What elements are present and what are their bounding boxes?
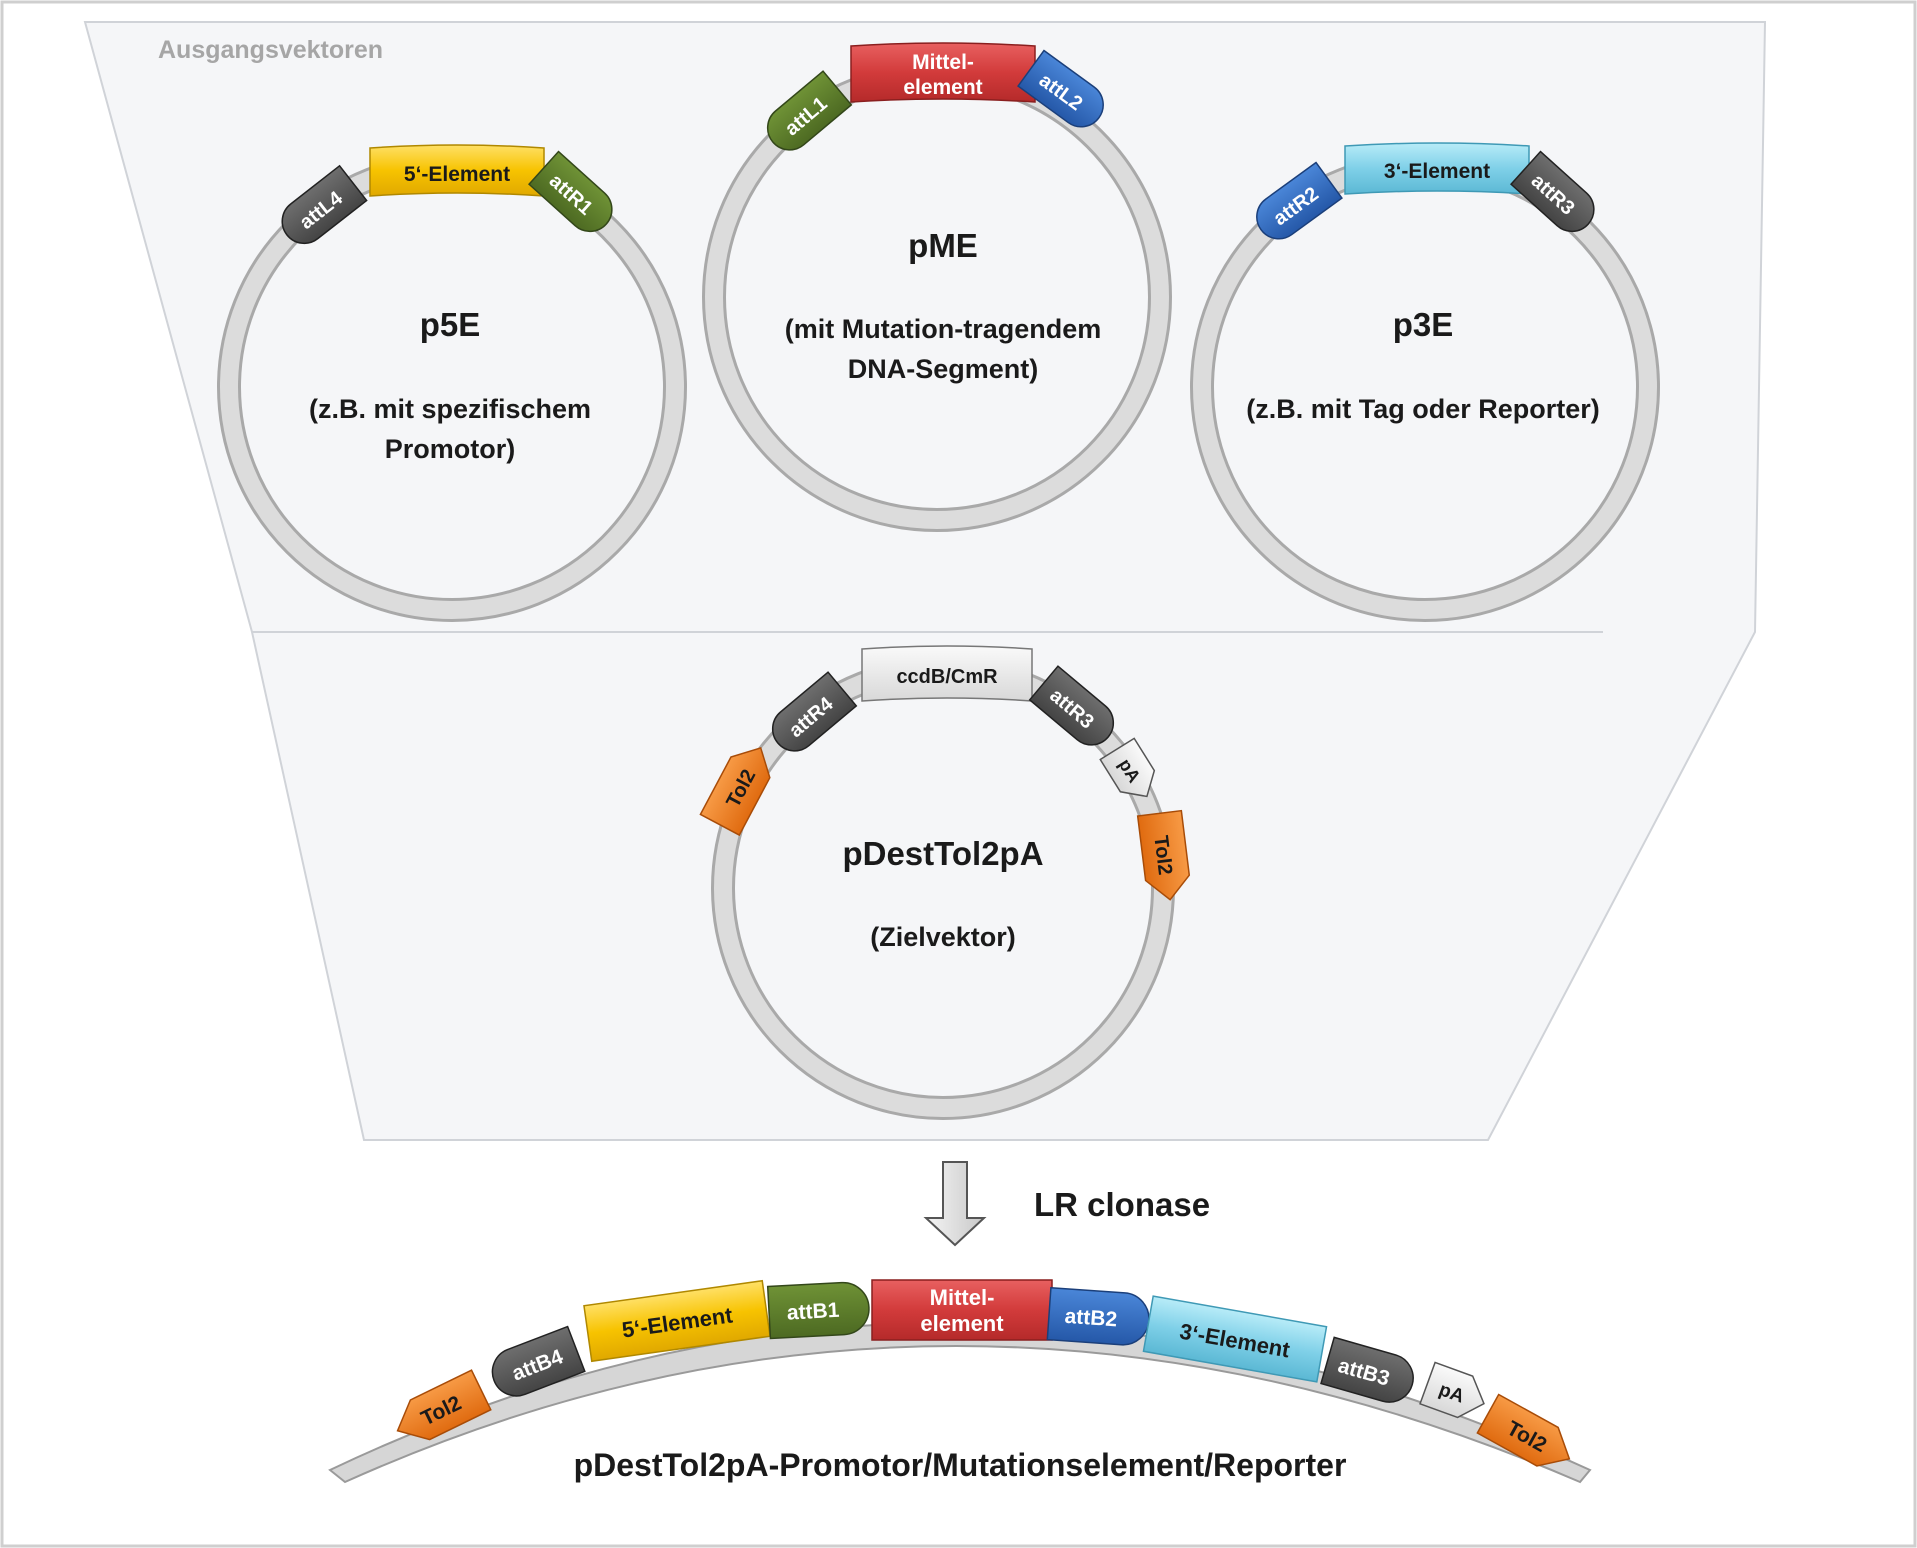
svg-text:Mittel-: Mittel- <box>930 1285 995 1310</box>
element-attb1: attB1 <box>766 1281 870 1340</box>
element-mittelelement: Mittel- element <box>850 42 1036 103</box>
vector-title: pDestTol2pA <box>842 835 1043 872</box>
element-mittelelement: Mittel- element <box>871 1279 1053 1341</box>
svg-text:5‘-Element: 5‘-Element <box>404 163 510 186</box>
product-title: pDestTol2pA-Promotor/Mutationselement/Re… <box>574 1447 1347 1483</box>
element-attr3-dest: attR3 <box>1028 665 1115 746</box>
section-label: Ausgangsvektoren <box>158 36 383 64</box>
element-5-element: 5‘-Element <box>369 144 545 197</box>
element-tol2-left: Tol2 <box>699 746 771 837</box>
svg-text:element: element <box>903 76 982 99</box>
element-tol2-right: Tol2 <box>1136 809 1191 901</box>
element-tol2-left: Tol2 <box>396 1369 492 1441</box>
svg-text:attB1: attB1 <box>786 1299 840 1325</box>
vector-pdesttol2pa: ccdB/CmR attR4 attR3 Tol2 pA Tol2 pDestT… <box>699 645 1191 1120</box>
vector-desc: (Zielvektor) <box>870 922 1016 952</box>
svg-text:Tol2: Tol2 <box>1149 834 1176 876</box>
svg-text:3‘-Element: 3‘-Element <box>1384 160 1490 183</box>
vector-title: p3E <box>1393 306 1454 343</box>
element-3-element: 3‘-Element <box>1344 142 1530 195</box>
reaction-label: LR clonase <box>1034 1186 1210 1223</box>
element-tol2-right: Tol2 <box>1476 1393 1571 1467</box>
vector-desc-line2: Promotor) <box>385 434 516 464</box>
element-attb4: attB4 <box>491 1325 586 1397</box>
svg-text:ccdB/CmR: ccdB/CmR <box>896 666 998 688</box>
svg-text:element: element <box>920 1311 1004 1336</box>
element-5-element: 5‘-Element <box>583 1279 771 1363</box>
svg-text:attB2: attB2 <box>1064 1305 1118 1332</box>
vector-desc-line1: (z.B. mit spezifischem <box>309 394 591 424</box>
element-attr4: attR4 <box>771 671 858 752</box>
vector-title: p5E <box>420 306 481 343</box>
vector-title: pME <box>908 227 978 264</box>
element-attr2: attR2 <box>1256 161 1343 240</box>
vector-p3e: 3‘-Element attR2 attR3 p3E (z.B. mit Tag… <box>1190 142 1660 622</box>
element-pa: pA <box>1419 1361 1485 1419</box>
element-attl4: attL4 <box>281 164 368 245</box>
vector-desc-line2: DNA-Segment) <box>848 354 1039 384</box>
down-arrow-icon <box>923 1161 987 1247</box>
vector-desc-line1: (mit Mutation-tragendem <box>785 314 1102 344</box>
element-attb2: attB2 <box>1046 1286 1150 1346</box>
element-ccdb-cmr: ccdB/CmR <box>861 645 1033 702</box>
product-construct: Tol2 attB4 5‘-Element attB1 Mittel- elem… <box>328 1279 1592 1484</box>
svg-text:Mittel-: Mittel- <box>912 51 974 74</box>
element-attb3: attB3 <box>1320 1336 1414 1403</box>
element-3-element: 3‘-Element <box>1142 1295 1328 1383</box>
vector-desc-line1: (z.B. mit Tag oder Reporter) <box>1246 394 1600 424</box>
element-pa-dest: pA <box>1099 737 1156 798</box>
vector-pme: Mittel- element attL1 attL2 pME (mit Mut… <box>702 42 1172 532</box>
